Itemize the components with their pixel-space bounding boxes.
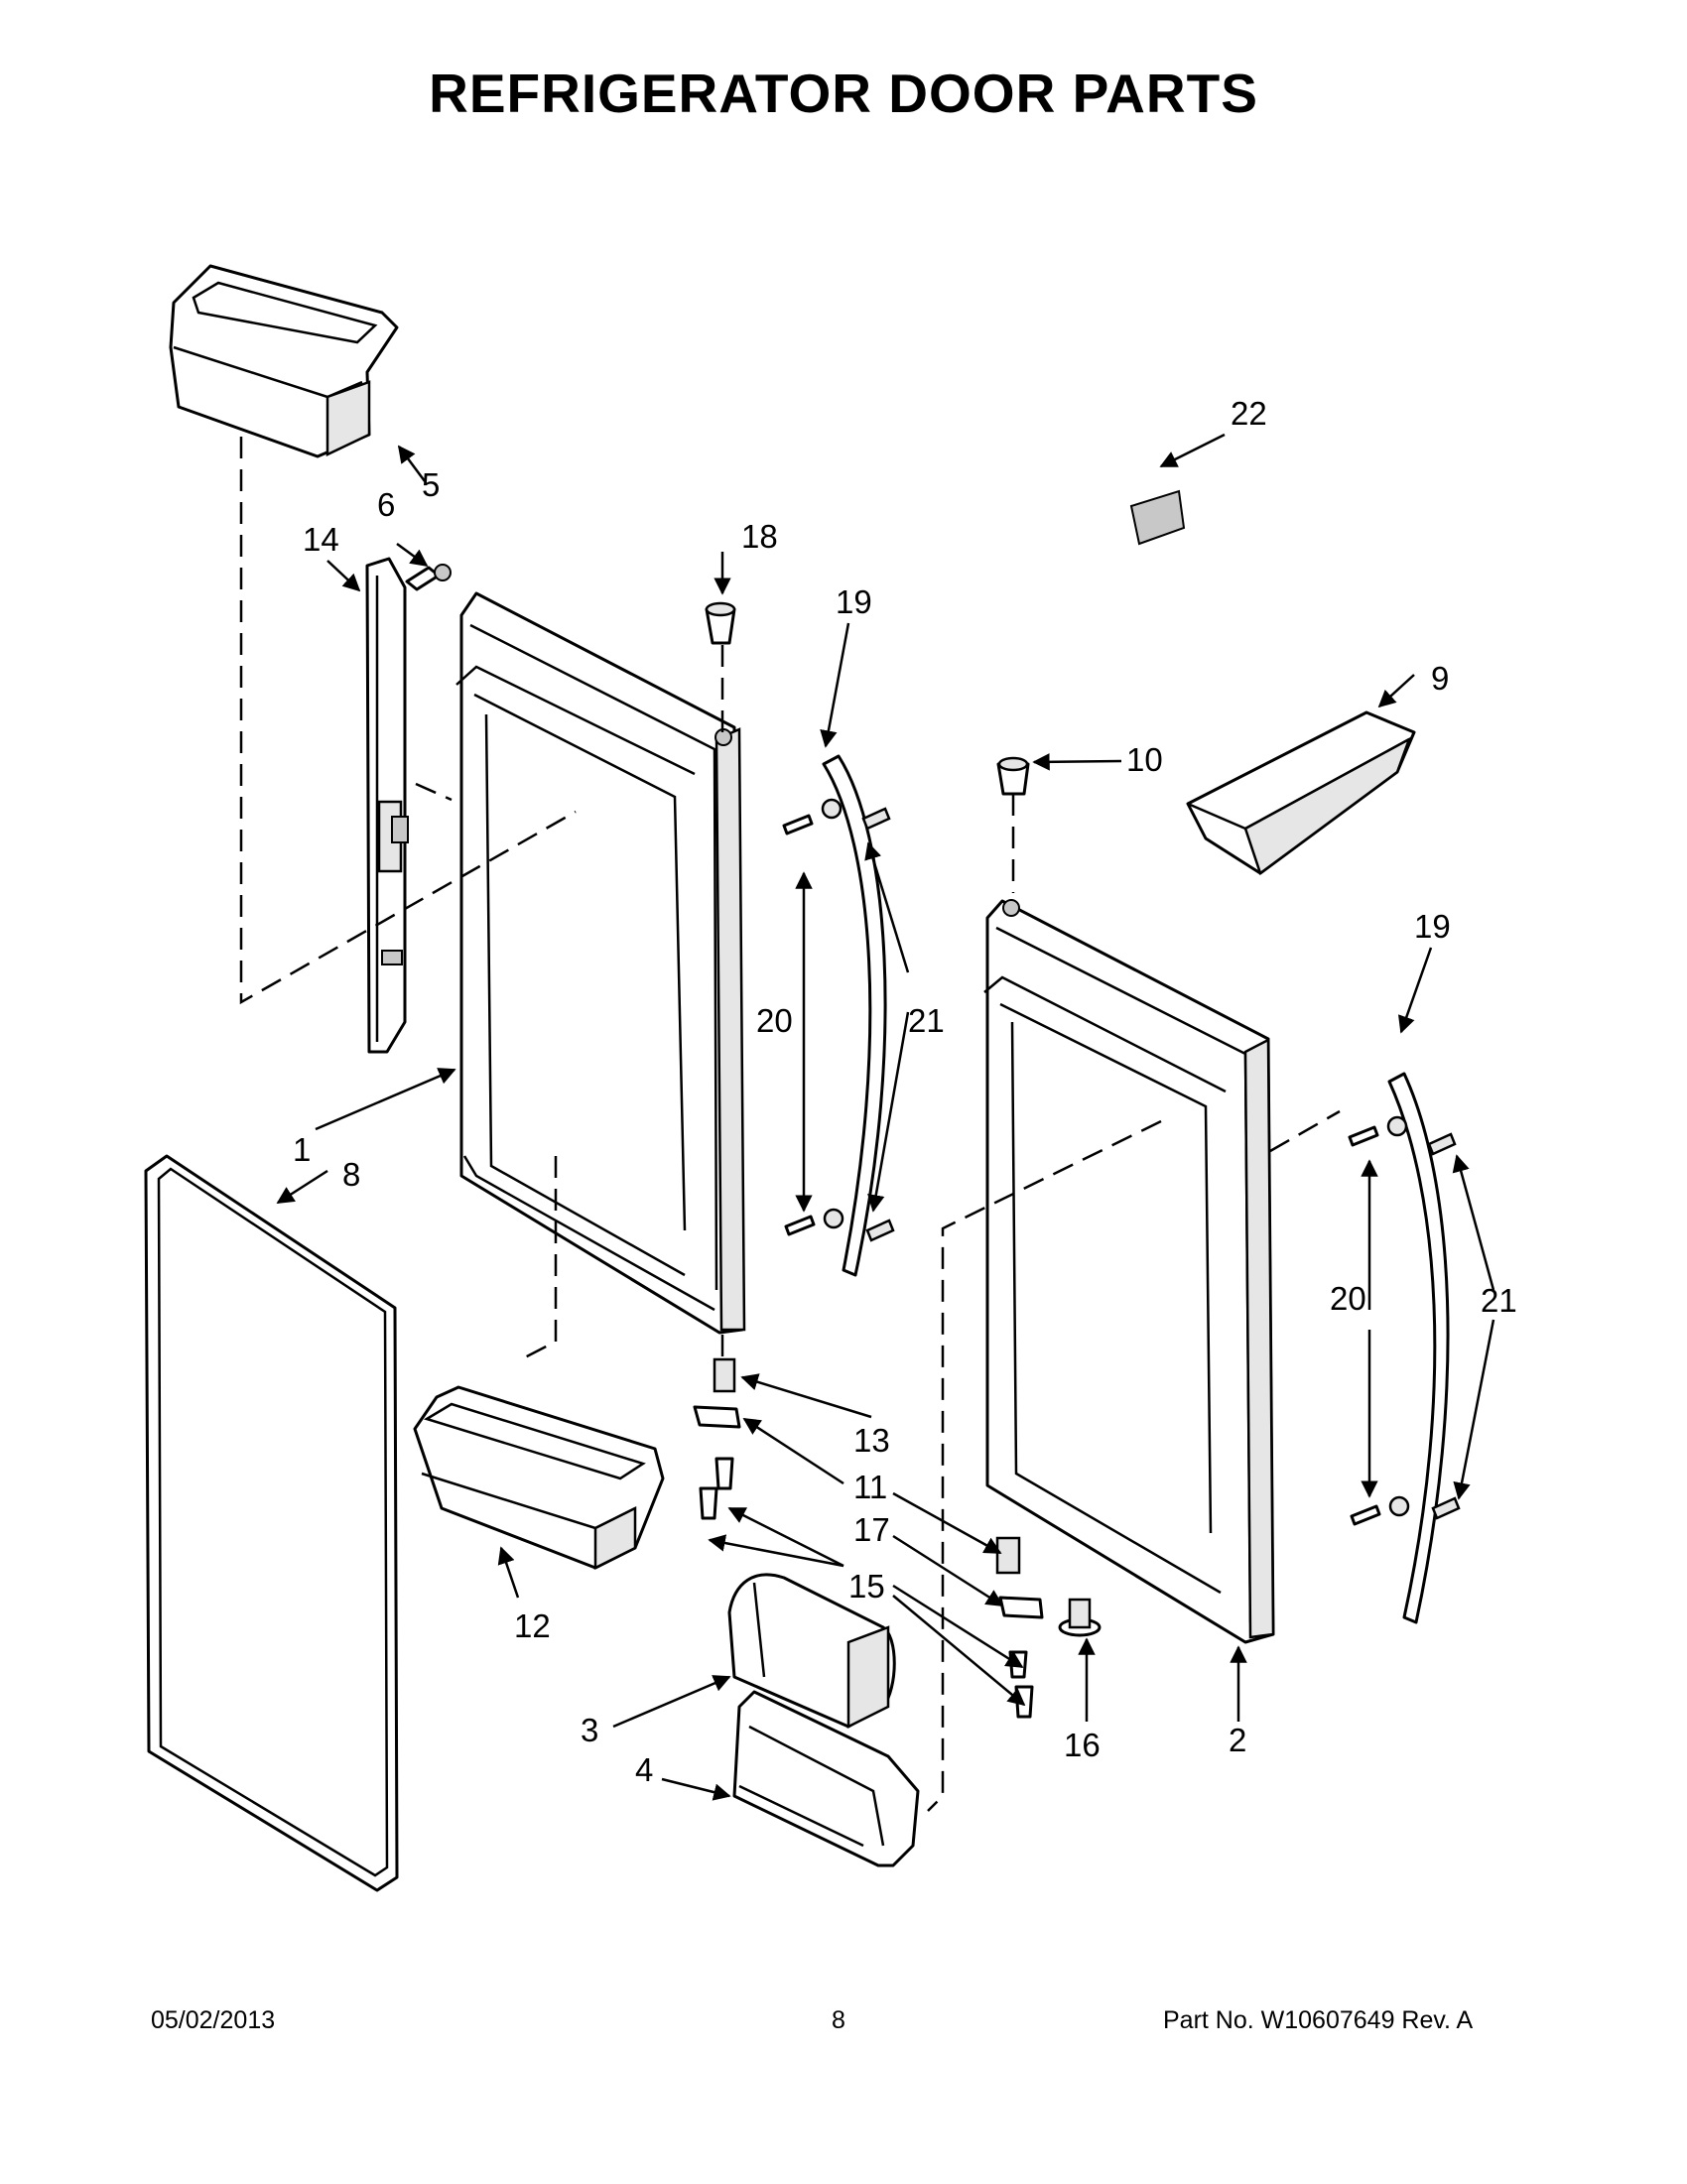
- callout-14: 14: [303, 521, 339, 558]
- page-title: REFRIGERATOR DOOR PARTS: [429, 63, 1258, 124]
- callout-4: 4: [635, 1751, 653, 1788]
- door-bin-lower: [413, 1385, 665, 1571]
- callout-1: 1: [293, 1131, 311, 1168]
- callout-10: 10: [1126, 741, 1163, 778]
- door-trim-rail: [365, 557, 409, 1054]
- footer-page-number: 8: [832, 2006, 845, 2034]
- callout-6: 6: [377, 486, 395, 523]
- callout-19-left: 19: [836, 583, 872, 620]
- callout-13: 13: [853, 1422, 890, 1459]
- callout-11: 11: [853, 1469, 887, 1505]
- callout-3: 3: [581, 1712, 598, 1748]
- alignment-lines: [239, 437, 1341, 1812]
- door-bin-upper: [169, 264, 399, 458]
- callout-22: 22: [1231, 395, 1267, 432]
- callout-15: 15: [848, 1568, 885, 1605]
- callout-16: 16: [1064, 1727, 1101, 1763]
- callout-12: 12: [514, 1607, 551, 1644]
- footer-date: 05/02/2013: [151, 2006, 276, 2034]
- hinge-hardware-right: [995, 1536, 1102, 1719]
- left-refrigerator-door: [455, 591, 746, 1335]
- handle-screws: [782, 807, 1461, 1526]
- callout-labels: 5 6 14 18 19 22 9 10 19 20 21 1 8 20 21 …: [293, 395, 1517, 1788]
- right-refrigerator-door: [983, 899, 1275, 1644]
- callout-20-left: 21: [908, 1002, 945, 1039]
- door-gasket: [144, 1154, 399, 1892]
- door-handle-right: [1386, 1072, 1450, 1624]
- callout-20-right: 21: [1481, 1282, 1517, 1319]
- callout-8: 8: [342, 1156, 360, 1193]
- door-bin-small: [1186, 710, 1416, 876]
- callout-9: 9: [1431, 660, 1449, 697]
- screw-6: [405, 564, 452, 591]
- hinge-cap-10: [996, 756, 1030, 796]
- callout-17: 17: [853, 1511, 890, 1548]
- callout-2: 2: [1229, 1722, 1246, 1758]
- callout-5: 5: [422, 466, 440, 503]
- tray-4: [732, 1690, 920, 1867]
- leader-arrows: [276, 433, 1495, 1801]
- callout-21-right: 20: [1330, 1280, 1366, 1317]
- hinge-cap-18: [705, 601, 736, 645]
- footer-part-number: Part No. W10607649 Rev. A: [1163, 2006, 1474, 2034]
- callout-18: 18: [741, 518, 778, 555]
- cover-3: [727, 1573, 896, 1730]
- callout-21-left: 20: [756, 1002, 793, 1039]
- hinge-hardware-left: [693, 1357, 741, 1520]
- callout-19-right: 19: [1414, 908, 1451, 945]
- label-22: [1129, 489, 1186, 546]
